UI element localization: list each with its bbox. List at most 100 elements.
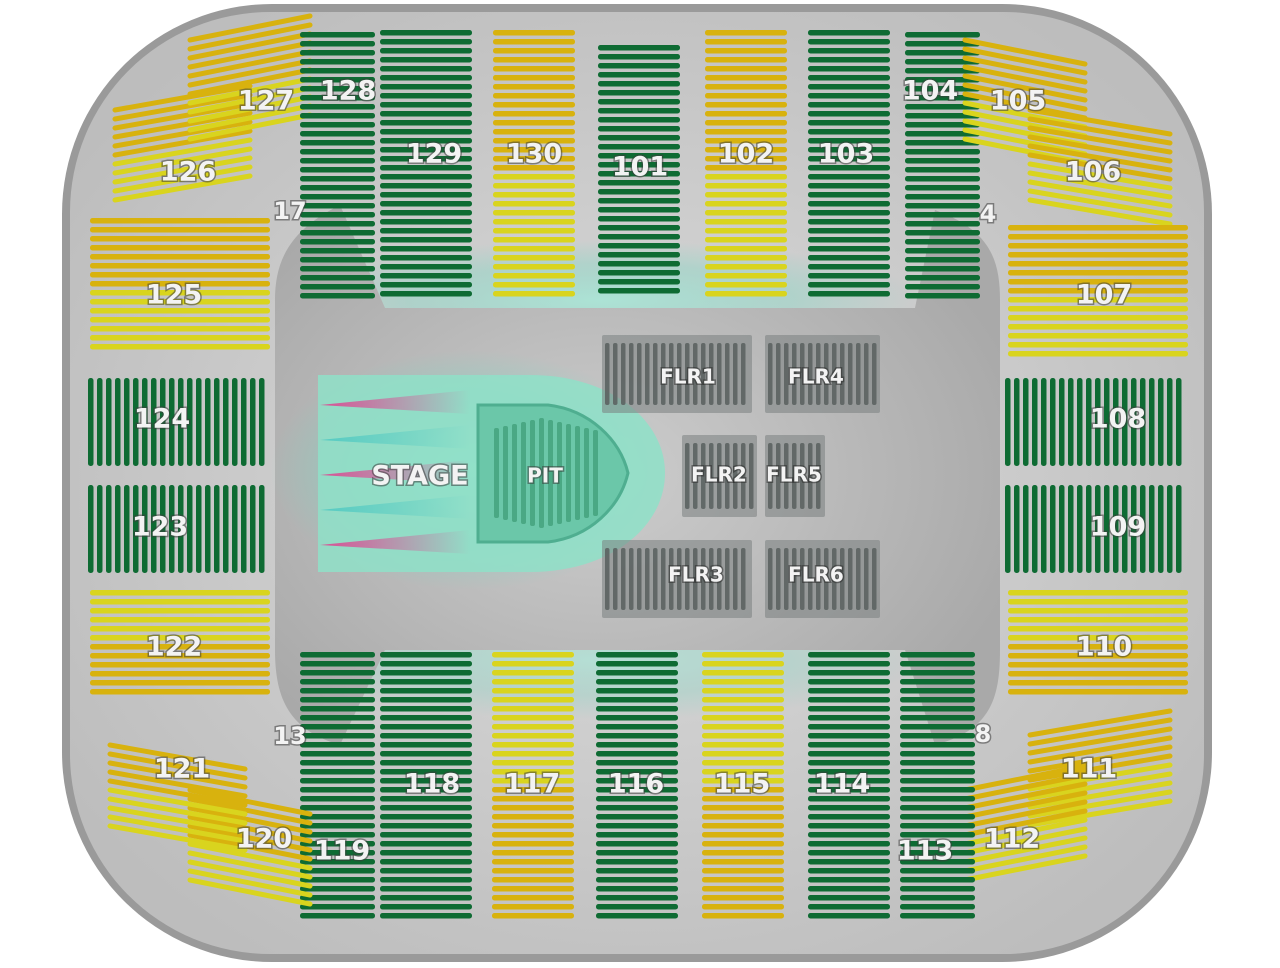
section-107[interactable] [1008,225,1188,357]
seat-row [187,796,313,826]
seat-row [962,73,1088,103]
seat-row [685,343,690,405]
section-118[interactable] [380,652,472,919]
seat-row [107,742,248,772]
seat-row [1027,798,1173,828]
seat-row [705,102,787,108]
floor-section-flr6[interactable]: FLR6 [765,540,880,618]
seat-row [300,257,375,263]
seat-row [962,817,1088,847]
seat-row [808,237,890,243]
section-130[interactable] [493,30,575,297]
seat-row [300,248,375,254]
section-109[interactable] [1005,485,1182,573]
seat-row [1008,662,1188,668]
section-111[interactable] [1027,708,1173,828]
seat-row [492,661,574,667]
seat-row [380,291,472,297]
section-113[interactable] [900,652,975,919]
seat-row [962,853,1088,883]
seat-row [856,548,861,610]
pit-label[interactable]: PIT [526,462,565,489]
section-127[interactable] [187,13,313,142]
section-117[interactable] [492,652,574,919]
seat-row [112,83,253,113]
seat-row [693,443,698,509]
seat-row [808,688,890,694]
seat-row [1008,279,1188,285]
seat-row [808,156,890,162]
seat-row [1104,485,1110,573]
seat-row [380,102,472,108]
seat-row [300,850,375,856]
seat-row [380,886,472,892]
section-121[interactable] [107,742,248,853]
section-120[interactable] [187,787,313,907]
seat-row [598,198,680,204]
seat-row [492,706,574,712]
seat-row [1027,762,1173,792]
section-106[interactable] [1027,107,1173,227]
section-128[interactable] [300,32,375,299]
section-114[interactable] [808,652,890,919]
seat-row [300,230,375,236]
seat-row [90,608,270,614]
section-116[interactable] [596,652,678,919]
seat-row [493,219,575,225]
section-101[interactable] [598,45,680,294]
seat-row [705,183,787,189]
seat-row [178,485,184,573]
seat-row [596,859,678,865]
seat-row [900,670,975,676]
seat-row [1008,288,1188,294]
section-102[interactable] [705,30,787,297]
section-112[interactable] [962,763,1088,883]
floor-section-flr2[interactable]: FLR2 [682,435,757,517]
seat-row [702,688,784,694]
seat-row [613,548,618,610]
floor-label-flr2: FLR2 [691,463,747,487]
section-123[interactable] [88,485,265,573]
section-122[interactable] [90,590,270,695]
seat-row [962,82,1088,112]
section-124[interactable] [88,378,265,466]
seat-row [596,670,678,676]
seat-row [905,158,980,164]
seat-row [187,814,313,844]
section-125[interactable] [90,218,270,350]
seat-row [905,230,980,236]
seat-row [598,270,680,276]
seat-row [593,430,598,516]
seat-row [187,850,313,880]
seat-row [900,733,975,739]
section-129[interactable] [380,30,472,297]
section-108[interactable] [1005,378,1182,466]
seat-row [702,679,784,685]
seat-row [241,485,247,573]
seat-row [380,652,472,658]
seat-row [598,54,680,60]
seat-row [90,254,270,260]
section-103[interactable] [808,30,890,297]
floor-section-flr3[interactable]: FLR3 [602,540,752,618]
seat-row [725,548,730,610]
section-119[interactable] [300,652,375,919]
seat-row [702,859,784,865]
seat-row [808,246,890,252]
floor-section-flr1[interactable]: FLR1 [602,335,752,413]
seat-row [380,769,472,775]
section-110[interactable] [1008,590,1188,695]
seat-row [300,868,375,874]
seat-row [493,201,575,207]
section-126[interactable] [112,83,253,203]
seat-row [1131,378,1137,466]
seat-row [300,167,375,173]
floor-section-flr5[interactable]: FLR5 [765,435,825,517]
floor-section-flr4[interactable]: FLR4 [765,335,880,413]
section-104[interactable] [905,32,980,299]
seat-row [1005,485,1011,573]
seat-row [380,228,472,234]
seat-row [300,760,375,766]
seat-row [380,742,472,748]
section-115[interactable] [702,652,784,919]
